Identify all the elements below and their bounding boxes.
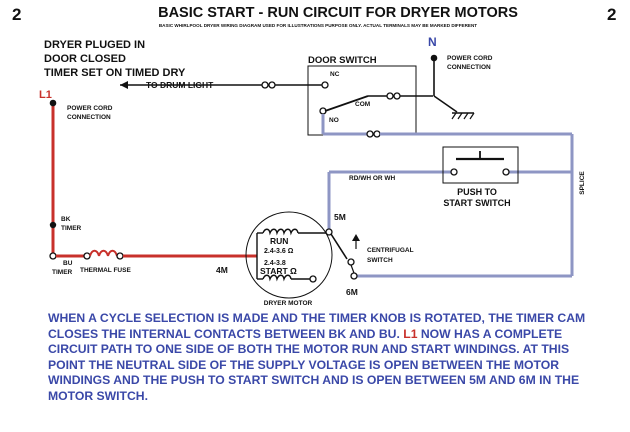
- page-number-right: 2: [607, 5, 616, 24]
- door-switch-blade: [324, 95, 369, 112]
- dryer-motor-circle: [245, 211, 333, 299]
- pts-left-terminal: [450, 168, 458, 176]
- description-part-2: NOW HAS A COMPLETE CIRCUIT PATH TO ONE S…: [48, 326, 580, 403]
- ground-wire: [433, 95, 458, 113]
- n-label: N: [428, 35, 437, 49]
- bk-terminal: [49, 221, 57, 229]
- thermal-fuse-label: THERMAL FUSE: [80, 267, 131, 274]
- power-cord-right-2: CONNECTION: [447, 64, 491, 71]
- condition-1: DRYER PLUGED IN: [44, 39, 145, 51]
- push-to-start-label-1: PUSH TO: [457, 187, 497, 197]
- drum-light-arrow: [120, 81, 128, 89]
- terminal-6m: 6M: [346, 287, 358, 297]
- diagram-title: BASIC START - RUN CIRCUIT FOR DRYER MOTO…: [158, 5, 518, 21]
- circuit-description: WHEN A CYCLE SELECTION IS MADE AND THE T…: [48, 311, 608, 405]
- terminal-5m: 5M: [334, 212, 346, 222]
- fuse-coil: [89, 249, 118, 257]
- bk-label: BK: [61, 216, 71, 223]
- door-com-connector-b: [393, 92, 401, 100]
- ground-symbol-hatch: [451, 112, 475, 120]
- diagram-subtitle: BASIC WHIRLPOOL DRYER WIRING DIAGRAM USE…: [159, 23, 477, 28]
- bu-label: BU: [63, 260, 73, 267]
- fuse-terminal-right: [116, 252, 124, 260]
- door-nc-terminal: [321, 81, 329, 89]
- l1-terminal: [49, 99, 57, 107]
- run-label: RUN: [270, 236, 288, 246]
- bu-timer-label: TIMER: [52, 269, 73, 276]
- push-to-start-label-2: START SWITCH: [443, 198, 510, 208]
- terminal-5m-point: [325, 228, 333, 236]
- bu-terminal: [49, 252, 57, 260]
- condition-2: DOOR CLOSED: [44, 53, 126, 65]
- run-winding-coil: [262, 228, 299, 236]
- start-winding-coil: [262, 274, 292, 282]
- power-cord-left-1: POWER CORD: [67, 105, 113, 112]
- centrifugal-contact: [347, 258, 355, 266]
- drum-light-connector-a: [261, 81, 269, 89]
- door-switch-nc: NC: [330, 71, 340, 78]
- fuse-terminal-left: [83, 252, 91, 260]
- start-label: START Ω: [260, 266, 297, 276]
- dryer-motor-label: DRYER MOTOR: [264, 300, 313, 307]
- door-com-connector-a: [386, 92, 394, 100]
- centrifugal-label-1: CENTRIFUGAL: [367, 247, 414, 254]
- power-cord-left-2: CONNECTION: [67, 114, 111, 121]
- push-to-start-box: [442, 146, 519, 184]
- door-switch-com: COM: [355, 101, 370, 108]
- description-part-1: WHEN A CYCLE SELECTION IS MADE AND THE T…: [48, 311, 586, 341]
- splice-label: SPLICE: [579, 171, 586, 195]
- centrifugal-contact-link: [350, 264, 355, 274]
- centrifugal-arrow-head: [352, 234, 360, 241]
- page-number-left: 2: [12, 5, 21, 24]
- splice-connector-a: [366, 130, 374, 138]
- splice-connector-b: [373, 130, 381, 138]
- terminal-6m-point: [350, 272, 358, 280]
- rd-wh-label: RD/WH OR WH: [349, 175, 396, 182]
- bk-timer-label: TIMER: [61, 225, 82, 232]
- l1-label: L1: [39, 89, 52, 101]
- power-cord-right-1: POWER CORD: [447, 55, 493, 62]
- description-l1: L1: [403, 326, 418, 341]
- pts-right-terminal: [502, 168, 510, 176]
- start-winding-terminal: [309, 275, 317, 283]
- condition-3: TIMER SET ON TIMED DRY: [44, 67, 186, 79]
- start-ohms-label: 2.4-3.8: [264, 260, 286, 267]
- centrifugal-label-2: SWITCH: [367, 257, 393, 264]
- drum-light-connector-b: [268, 81, 276, 89]
- run-ohms-label: 2.4-3.6 Ω: [264, 248, 294, 255]
- to-drum-light-label: TO DRUM LIGHT: [146, 80, 214, 90]
- centrifugal-blade: [330, 233, 348, 260]
- door-switch-no: NO: [329, 117, 339, 124]
- door-switch-title: DOOR SWITCH: [308, 55, 377, 66]
- terminal-4m: 4M: [216, 265, 228, 275]
